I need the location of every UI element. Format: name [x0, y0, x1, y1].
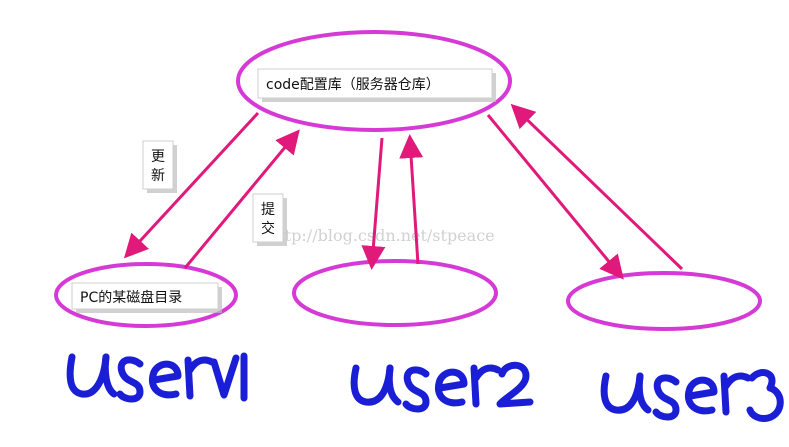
- arrow-update-user1: [123, 111, 260, 259]
- pc-ellipse: [54, 262, 238, 328]
- arrow-update-user2: [361, 137, 386, 270]
- update-label: 更 新: [142, 140, 177, 193]
- handwritten-user3-text: user3: [606, 430, 609, 433]
- repo-label-text: code配置库（服务器仓库）: [266, 77, 440, 93]
- commit-label-char-2: 交: [261, 220, 275, 237]
- user3-ellipse: [566, 271, 762, 331]
- pc-dir-label-text: PC的某磁盘目录: [80, 289, 182, 306]
- update-label-char-2: 新: [151, 168, 165, 184]
- repo-label: code配置库（服务器仓库）: [257, 68, 496, 102]
- pc-dir-label: PC的某磁盘目录: [71, 282, 222, 313]
- handwritten-user1: user1: [66, 352, 248, 421]
- update-label-char-1: 更: [151, 149, 165, 165]
- commit-label-char-1: 提: [261, 202, 275, 218]
- arrow-update-user3: [486, 114, 624, 280]
- handwritten-user3: user3: [600, 369, 784, 433]
- arrow-commit-user3: [510, 103, 684, 271]
- commit-label: 提 交: [252, 193, 287, 246]
- arrow-commit-user1: [183, 129, 300, 269]
- arrow-commit-user2: [399, 134, 424, 265]
- user2-ellipse: [292, 259, 498, 327]
- handwritten-user2-text: user2: [356, 423, 359, 426]
- handwritten-user1-text: user1: [70, 418, 73, 421]
- watermark-text: http://blog.csdn.net/stpeace: [268, 226, 495, 245]
- handwritten-user2: user2: [350, 361, 534, 426]
- repo-ellipse: [236, 30, 512, 132]
